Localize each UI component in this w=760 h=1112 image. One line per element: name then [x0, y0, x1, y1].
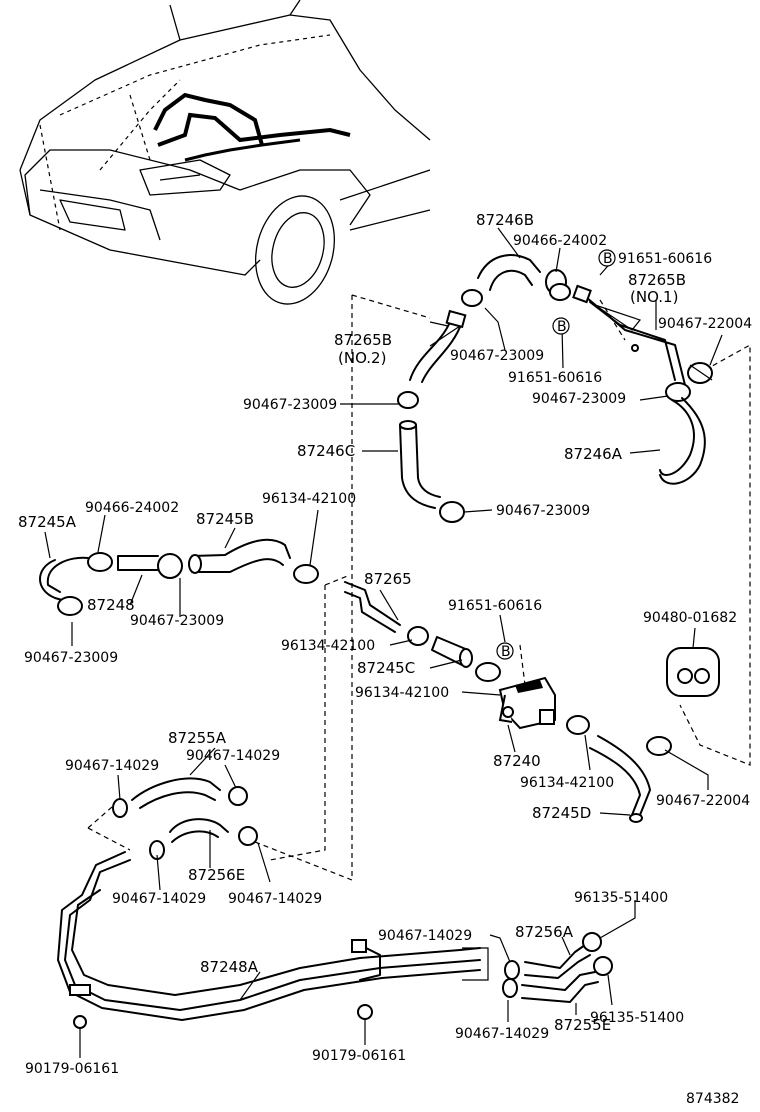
label-90467-14029-c: 90467-14029	[112, 891, 206, 907]
b-marker-low: B	[496, 642, 514, 660]
label-96134-42100-b: 96134-42100	[281, 638, 375, 654]
clamp-90467-22004-top	[687, 362, 713, 384]
label-90467-14029-d: 90467-14029	[228, 891, 322, 907]
grommet-90480-01682	[666, 647, 720, 697]
label-87245c: 87245C	[357, 659, 415, 677]
label-87248a: 87248A	[200, 958, 259, 976]
label-90179-06161-right: 90179-06161	[312, 1048, 406, 1064]
label-87265: 87265	[364, 570, 412, 588]
clamp-90466-24002-top	[545, 269, 571, 301]
label-87245d: 87245D	[532, 804, 591, 822]
clamp-90467-23009-mid	[397, 391, 419, 409]
svg-text:B: B	[557, 319, 567, 335]
b-marker-mid: B	[552, 317, 570, 335]
label-91651-60616-mid: 91651-60616	[508, 370, 602, 386]
label-90466-24002-left: 90466-24002	[85, 500, 179, 516]
hose-87246a	[659, 397, 706, 485]
label-87255e: 87255E	[554, 1016, 611, 1034]
label-90467-23009-f: 90467-23009	[24, 650, 118, 666]
svg-text:B: B	[501, 644, 511, 660]
label-96135-51400-b: 96135-51400	[590, 1010, 684, 1026]
label-90467-22004-top: 90467-22004	[658, 316, 752, 332]
b-marker-top: B	[598, 249, 616, 267]
label-87245a: 87245A	[18, 513, 77, 531]
label-91651-60616-top: 91651-60616	[618, 251, 712, 267]
label-87246c: 87246C	[297, 442, 355, 460]
label-87246b: 87246B	[476, 211, 534, 229]
clamp-90467-23009-low	[439, 501, 465, 523]
label-87248: 87248	[87, 596, 135, 614]
hose-87245a	[39, 556, 89, 601]
clamp-87245a	[87, 552, 113, 572]
label-87265b-no2: 87265B	[334, 331, 392, 349]
hose-87245d	[589, 735, 651, 816]
hose-87255a	[131, 777, 221, 809]
label-87265b-no1: 87265B	[628, 271, 686, 289]
label-87256e: 87256E	[188, 866, 245, 884]
label-87256a: 87256A	[515, 923, 574, 941]
hose-87246c	[399, 424, 441, 509]
pipe-87265b-no1	[579, 291, 686, 386]
label-90467-22004-low: 90467-22004	[656, 793, 750, 809]
label-90467-23009-d: 90467-23009	[496, 503, 590, 519]
label-90467-23009-e: 90467-23009	[130, 613, 224, 629]
pipe-87248	[117, 555, 159, 571]
label-90467-14029-e: 90467-14029	[378, 928, 472, 944]
clamp-90467-23009-right	[665, 382, 691, 402]
label-87240: 87240	[493, 752, 541, 770]
label-90467-14029-f: 90467-14029	[455, 1026, 549, 1042]
diagram-number: 874382	[686, 1091, 739, 1107]
water-valve-87240	[498, 676, 556, 730]
label-87246a: 87246A	[564, 445, 623, 463]
pipe-87265b-no2	[409, 321, 463, 383]
label-96134-42100-d: 96134-42100	[520, 775, 614, 791]
assembly-reference-lines	[87, 294, 751, 881]
part-labels: 87246B 90466-24002 91651-60616 87265B (N…	[18, 211, 752, 1107]
clip-90179-06161-right	[357, 1004, 373, 1020]
hose-87246b	[477, 254, 541, 291]
label-91651-60616-low: 91651-60616	[448, 598, 542, 614]
label-96134-42100-a: 96134-42100	[262, 491, 356, 507]
label-90467-14029-a: 90467-14029	[65, 758, 159, 774]
label-no1: (NO.1)	[630, 288, 678, 306]
hose-87255e	[521, 971, 599, 1003]
label-87255a: 87255A	[168, 729, 227, 747]
hose-87245c	[431, 636, 469, 666]
label-96135-51400-a: 96135-51400	[574, 890, 668, 906]
hose-87256a	[524, 944, 591, 979]
label-90466-24002-top: 90466-24002	[513, 233, 607, 249]
hose-87256e	[169, 818, 229, 843]
label-96134-42100-c: 96134-42100	[355, 685, 449, 701]
label-90480-01682: 90480-01682	[643, 610, 737, 626]
pipe-87265	[344, 581, 401, 633]
label-90467-23009-b: 90467-23009	[532, 391, 626, 407]
pipe-assembly-87248a	[57, 851, 489, 1021]
clip-90179-06161-left	[73, 1015, 87, 1029]
vehicle-front-illustration	[19, 0, 431, 305]
label-90467-14029-b: 90467-14029	[186, 748, 280, 764]
label-90467-23009-a: 90467-23009	[450, 348, 544, 364]
label-87245b: 87245B	[196, 510, 254, 528]
label-no2: (NO.2)	[338, 349, 386, 367]
hose-87245b	[191, 538, 291, 573]
label-90467-23009-c: 90467-23009	[243, 397, 337, 413]
svg-text:B: B	[603, 251, 613, 267]
label-90179-06161-left: 90179-06161	[25, 1061, 119, 1077]
